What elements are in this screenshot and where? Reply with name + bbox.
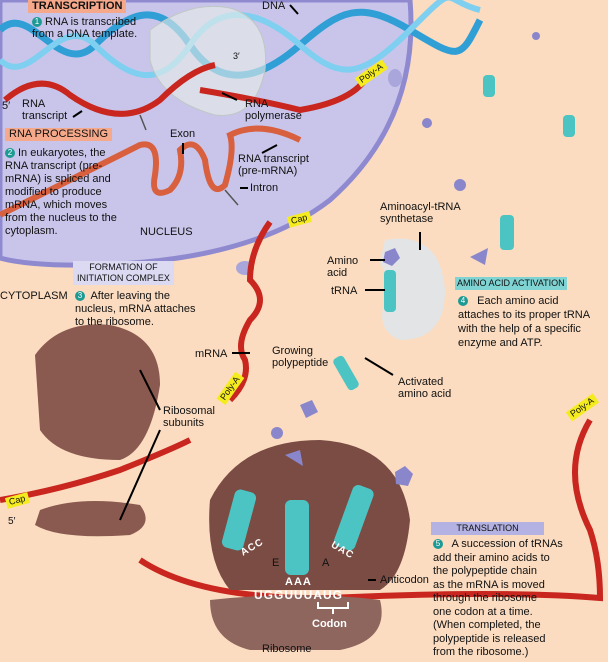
- a-site-label: A: [322, 557, 330, 569]
- amino-acid: [422, 118, 432, 128]
- amino-acid: [395, 466, 413, 486]
- activated-trna: [333, 355, 359, 391]
- step-1-badge: 1: [32, 17, 42, 28]
- dna-label: DNA: [262, 0, 286, 12]
- large-subunit: [35, 324, 160, 460]
- ribosome-small-subunit: [210, 595, 382, 650]
- intron-label: Intron: [250, 182, 279, 194]
- trna-label: tRNA: [331, 285, 358, 297]
- mrna: [227, 220, 273, 403]
- mrna-label: mRNA: [195, 348, 228, 360]
- step-4-badge: 4: [458, 296, 468, 307]
- mrna: [0, 418, 604, 602]
- step-3-badge: 3: [75, 291, 85, 302]
- step-5-badge: 5: [433, 539, 443, 550]
- trna-e-site: [221, 489, 257, 551]
- trna-p-site: [285, 500, 309, 575]
- trna-in-synthetase: [384, 270, 396, 312]
- five-prime-label: 5′: [2, 100, 11, 112]
- small-subunit: [35, 501, 146, 537]
- ribosome-large-subunit: [209, 440, 410, 590]
- free-trna: [483, 75, 495, 97]
- anticodon-label: Anticodon: [380, 574, 429, 586]
- rna-transcript: [199, 68, 373, 114]
- step-2-badge: 2: [5, 148, 15, 159]
- nucleus: [0, 0, 414, 268]
- amino-acid: [532, 32, 540, 40]
- pre-mrna: [0, 125, 302, 218]
- translation-title: TRANSLATION: [431, 522, 544, 535]
- e-site-label: E: [272, 557, 280, 569]
- amino-acid: [300, 400, 318, 418]
- transcription-title: TRANSCRIPTION: [28, 0, 127, 13]
- free-trna: [500, 215, 514, 250]
- transport-arrow: [139, 114, 147, 131]
- codon-label: Codon: [312, 618, 347, 630]
- rna-transcript: [3, 62, 216, 117]
- rna-polymerase: [149, 5, 267, 116]
- free-trna: [563, 115, 575, 137]
- amino-acid: [470, 248, 488, 265]
- exon-label: Exon: [170, 128, 196, 140]
- transport-arrow: [224, 189, 239, 206]
- amino-acid: [285, 450, 303, 466]
- nuclear-pore: [388, 69, 402, 87]
- pre-mrna-label: RNA transcript(pre-mRNA): [238, 153, 309, 177]
- three-prime-label: 3′: [233, 51, 240, 61]
- mrna-sequence: UGGUUUAUG: [254, 588, 343, 602]
- nucleus-label: NUCLEUS: [140, 226, 193, 238]
- cytoplasm-label: CYTOPLASM: [0, 290, 68, 302]
- five-prime-label-bottom: 5′: [8, 516, 16, 527]
- amino-acid: [454, 179, 466, 191]
- activation-title: AMINO ACID ACTIVATION: [455, 277, 567, 290]
- amino-acid: [383, 248, 400, 266]
- processing-title: RNA PROCESSING: [5, 128, 113, 141]
- codon-brace: [317, 602, 349, 614]
- anticodon-p: AAA: [285, 576, 312, 588]
- aminoacyl-trna-synthetase: [380, 238, 445, 340]
- amino-acid: [271, 427, 283, 439]
- trna-a-site: [334, 485, 374, 551]
- ribosome-label: Ribosome: [262, 643, 312, 655]
